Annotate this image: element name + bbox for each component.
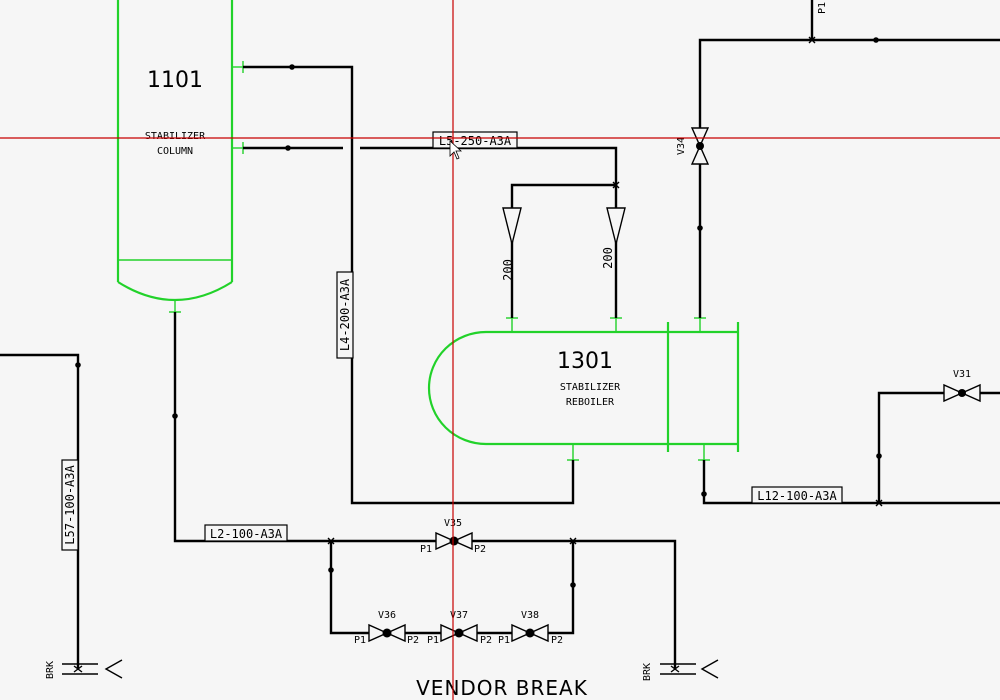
l2-text: L2-100-A3A: [210, 527, 283, 541]
column-tag: 1101: [147, 68, 203, 93]
line-l2[interactable]: [173, 312, 440, 543]
reboiler-name-line2: REBOILER: [566, 397, 615, 408]
pointer-arrow-icon: [449, 140, 463, 160]
v35-p1: P1: [420, 544, 432, 555]
line-label-l2[interactable]: L2-100-A3A: [204, 524, 288, 542]
reducer-right: [606, 207, 626, 245]
valve-v34[interactable]: V34: [676, 127, 710, 165]
break-left[interactable]: BRK: [45, 659, 123, 679]
v37-p1: P1: [427, 635, 439, 646]
break-right-label: BRK: [642, 663, 653, 681]
column-name-line1: STABILIZER: [145, 131, 206, 142]
line-label-l12[interactable]: L12-100-A3A: [751, 486, 843, 504]
piping: [0, 0, 1000, 668]
reboiler-name-line1: STABILIZER: [560, 382, 621, 393]
line-l57[interactable]: [0, 353, 80, 668]
line-v34[interactable]: [698, 38, 1000, 318]
v37-label: V37: [450, 610, 468, 621]
v38-p1: P1: [498, 635, 510, 646]
stabilizer-reboiler[interactable]: 1301 STABILIZER REBOILER: [427, 317, 740, 461]
v36-p1: P1: [354, 635, 366, 646]
v36-p2: P2: [407, 635, 419, 646]
column-name-line2: COLUMN: [157, 146, 193, 157]
valve-v38[interactable]: V38 P1 P2: [498, 610, 563, 646]
l57-text: L57-100-A3A: [63, 464, 77, 544]
break-left-label: BRK: [45, 661, 56, 679]
v31-label: V31: [953, 369, 971, 380]
v37-p2: P2: [480, 635, 492, 646]
l12-text: L12-100-A3A: [757, 489, 837, 503]
v35-p2: P2: [474, 544, 486, 555]
valve-v31[interactable]: V31: [943, 369, 981, 403]
line-label-l57[interactable]: L57-100-A3A: [61, 459, 79, 551]
break-right[interactable]: BRK: [642, 659, 719, 681]
v38-p2: P2: [551, 635, 563, 646]
top-right-label: P1: [817, 2, 828, 14]
l4-text: L4-200-A3A: [338, 278, 352, 351]
left-branch-size: 200: [501, 259, 515, 281]
right-branch-size: 200: [601, 247, 615, 269]
v34-label: V34: [676, 137, 687, 155]
vendor-break-label: VENDOR BREAK: [416, 676, 588, 700]
v36-label: V36: [378, 610, 396, 621]
line-l4[interactable]: [243, 65, 575, 505]
reducer-left: [502, 207, 522, 245]
line-l5[interactable]: [360, 146, 618, 318]
stabilizer-column[interactable]: 1101 STABILIZER COLUMN: [116, 0, 244, 313]
reboiler-tag: 1301: [557, 349, 613, 374]
v38-label: V38: [521, 610, 539, 621]
line-label-l5[interactable]: L5-250-A3A: [432, 131, 518, 149]
valve-v36[interactable]: V36 P1 P2: [354, 610, 419, 646]
valve-v37[interactable]: V37 P1 P2: [427, 610, 492, 646]
line-l12[interactable]: [702, 460, 1000, 505]
line-label-l4[interactable]: L4-200-A3A: [336, 271, 354, 359]
